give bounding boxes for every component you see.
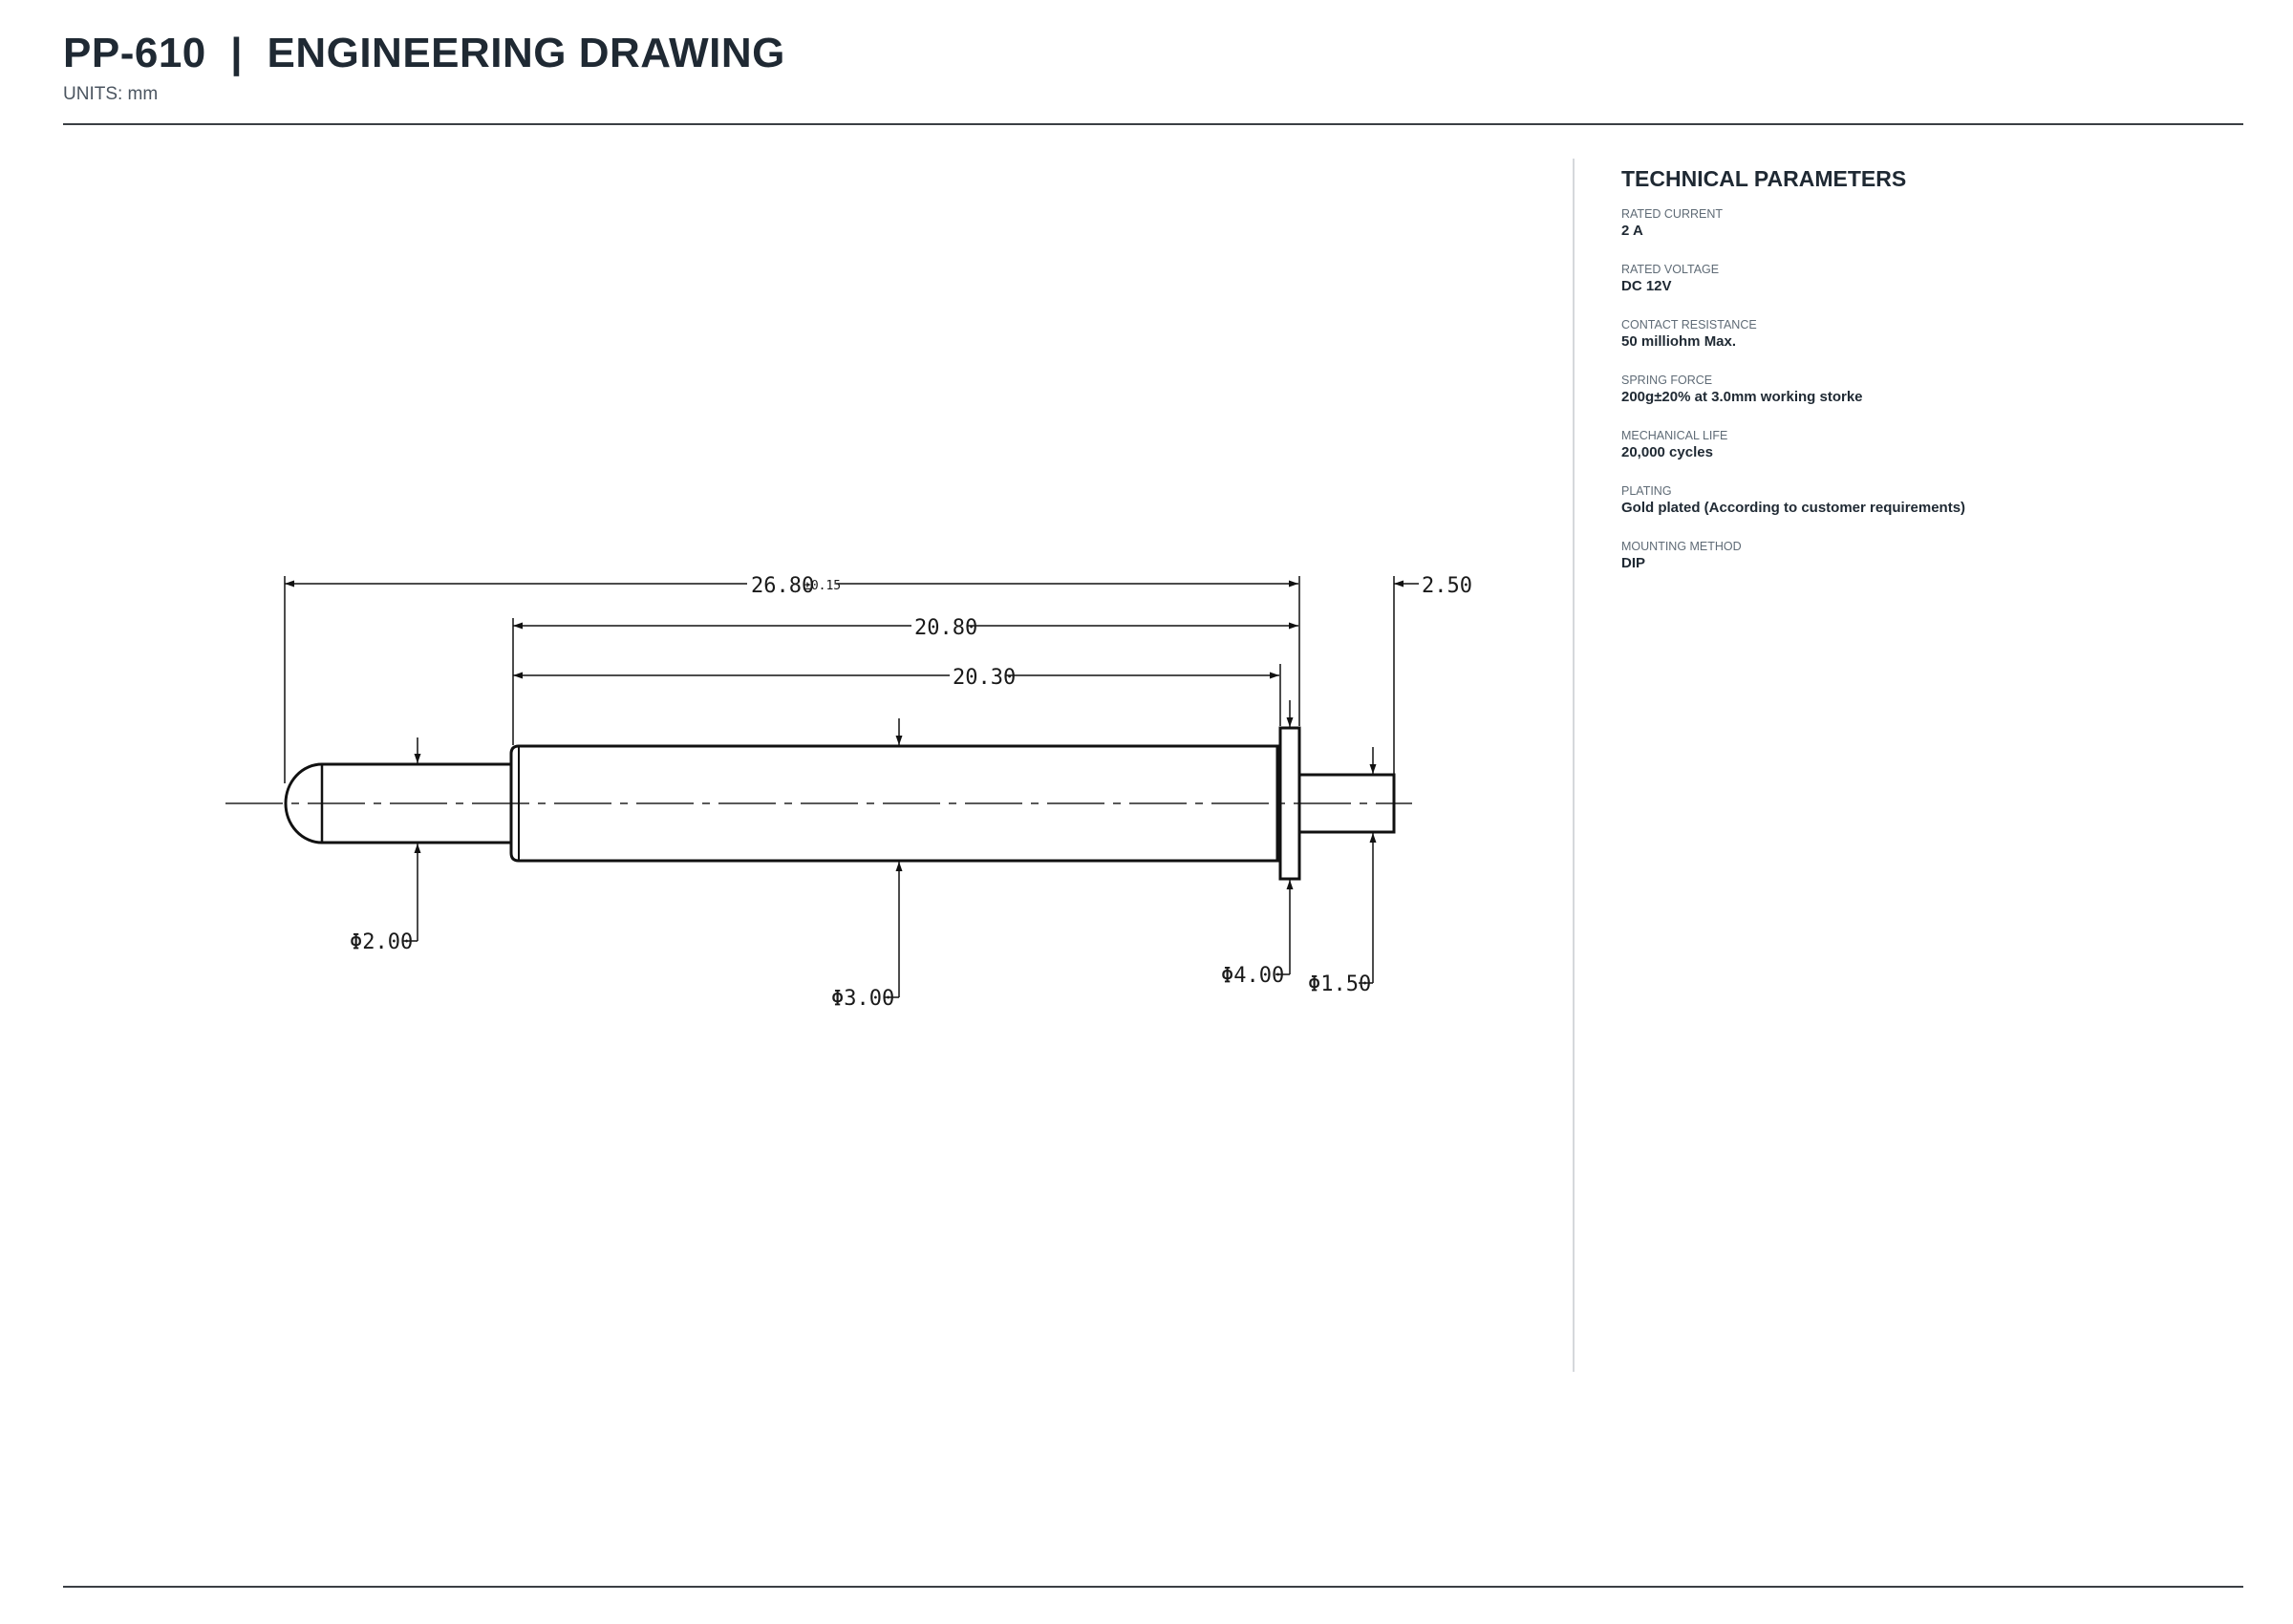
dim-overall-tolerance: ±0.15 xyxy=(804,579,841,593)
dim-gap xyxy=(911,612,967,639)
dim-tail-diameter: Φ1.50 xyxy=(1308,972,1371,996)
plunger-shape xyxy=(284,762,513,844)
panel-divider xyxy=(1573,159,1575,1372)
param-label: CONTACT RESISTANCE xyxy=(1621,318,1757,331)
dim-tail-length: 2.50 xyxy=(1422,574,1472,598)
dim-gap xyxy=(747,570,836,597)
param-label: MECHANICAL LIFE xyxy=(1621,429,1728,442)
param-plating: PLATING Gold plated (According to custom… xyxy=(1621,483,2233,518)
param-label: MOUNTING METHOD xyxy=(1621,540,1742,553)
param-value: DC 12V xyxy=(1621,278,1672,294)
footer-divider xyxy=(63,1586,2243,1588)
param-label: PLATING xyxy=(1621,484,1672,498)
param-mounting-method: MOUNTING METHOD DIP xyxy=(1621,539,2233,573)
param-value: 20,000 cycles xyxy=(1621,444,1713,460)
param-value: 200g±20% at 3.0mm working storke xyxy=(1621,389,1863,405)
units-label: UNITS: mm xyxy=(63,84,159,104)
dim-barrel-to-flange: 20.80 xyxy=(914,616,977,640)
param-contact-resistance: CONTACT RESISTANCE 50 milliohm Max. xyxy=(1621,317,2233,352)
param-label: RATED VOLTAGE xyxy=(1621,263,1720,276)
param-spring-force: SPRING FORCE 200g±20% at 3.0mm working s… xyxy=(1621,373,2233,407)
technical-parameters-panel: TECHNICAL PARAMETERS RATED CURRENT 2 A R… xyxy=(1621,162,2233,594)
param-rated-current: RATED CURRENT 2 A xyxy=(1621,206,2233,241)
pogo-pin-drawing: 26.80 ±0.15 20.80 20.30 2.50 Φ2.00 Φ3.00… xyxy=(225,570,1472,1011)
param-rated-voltage: RATED VOLTAGE DC 12V xyxy=(1621,262,2233,296)
dim-overall-length: 26.80 xyxy=(751,574,814,598)
param-label: RATED CURRENT xyxy=(1621,207,1724,221)
dim-plunger-diameter: Φ2.00 xyxy=(350,930,413,954)
dim-gap xyxy=(950,662,1005,689)
param-value: 50 milliohm Max. xyxy=(1621,333,1737,350)
dim-barrel-diameter: Φ3.00 xyxy=(831,987,894,1011)
param-value: Gold plated (According to customer requi… xyxy=(1621,500,1966,516)
header-divider xyxy=(63,123,2243,125)
param-value: 2 A xyxy=(1621,223,1643,239)
param-label: SPRING FORCE xyxy=(1621,374,1713,387)
tail-shape xyxy=(1297,773,1396,834)
param-mechanical-life: MECHANICAL LIFE 20,000 cycles xyxy=(1621,428,2233,462)
param-value: DIP xyxy=(1621,555,1646,571)
page-title: PP-610 | ENGINEERING DRAWING xyxy=(63,30,785,76)
dim-barrel-length: 20.30 xyxy=(953,666,1016,690)
dim-flange-diameter: Φ4.00 xyxy=(1221,964,1284,988)
parameters-title: TECHNICAL PARAMETERS xyxy=(1621,166,1907,191)
